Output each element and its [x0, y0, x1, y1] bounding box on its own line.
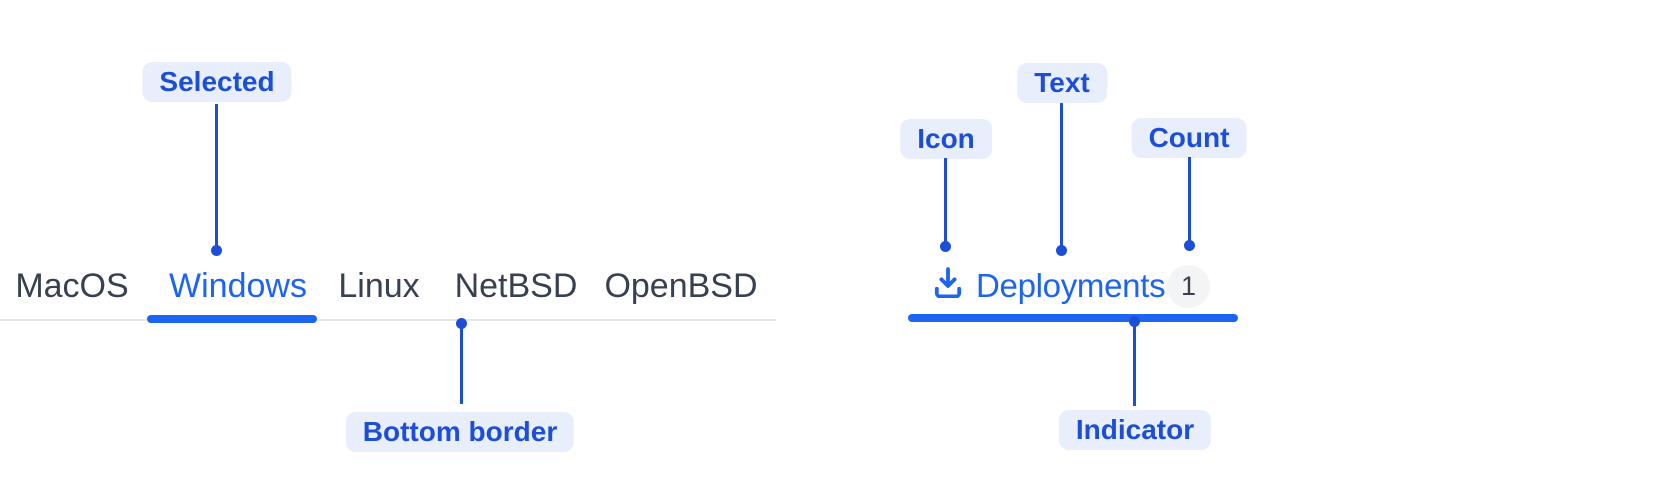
annotation-text-stem — [1060, 103, 1063, 246]
annotation-icon-label: Icon — [900, 119, 992, 159]
annotation-selected-dot — [211, 245, 222, 256]
annotation-selected-label: Selected — [142, 62, 292, 102]
annotation-text-dot — [1056, 245, 1067, 256]
annotation-bottom-border-label: Bottom border — [345, 412, 575, 452]
tab-linux[interactable]: Linux — [338, 267, 420, 305]
annotation-count-dot — [1184, 240, 1195, 251]
tab-openbsd[interactable]: OpenBSD — [604, 267, 758, 305]
annotation-icon-stem — [944, 158, 947, 242]
tab-windows[interactable]: Windows — [169, 267, 307, 305]
selected-tab-underline — [147, 315, 317, 323]
annotation-text-label: Text — [1017, 63, 1107, 103]
annotation-icon-dot — [940, 241, 951, 252]
annotation-bottom-border-stem — [460, 327, 463, 404]
annotation-selected-stem — [215, 104, 218, 250]
download-icon[interactable] — [932, 266, 964, 299]
tab-macos[interactable]: MacOS — [15, 267, 129, 305]
annotation-indicator-label: Indicator — [1058, 410, 1212, 450]
tabbar-bottom-border — [0, 319, 776, 321]
annotation-count-stem — [1188, 157, 1191, 241]
annotation-indicator-dot — [1129, 316, 1140, 327]
tab-deployments[interactable]: Deployments — [976, 267, 1166, 304]
tab-netbsd[interactable]: NetBSD — [454, 267, 578, 305]
annotation-indicator-stem — [1133, 325, 1136, 406]
count-badge: 1 — [1167, 265, 1210, 308]
annotation-count-label: Count — [1131, 118, 1247, 158]
annotation-bottom-border-dot — [456, 318, 467, 329]
active-tab-indicator — [908, 314, 1238, 322]
